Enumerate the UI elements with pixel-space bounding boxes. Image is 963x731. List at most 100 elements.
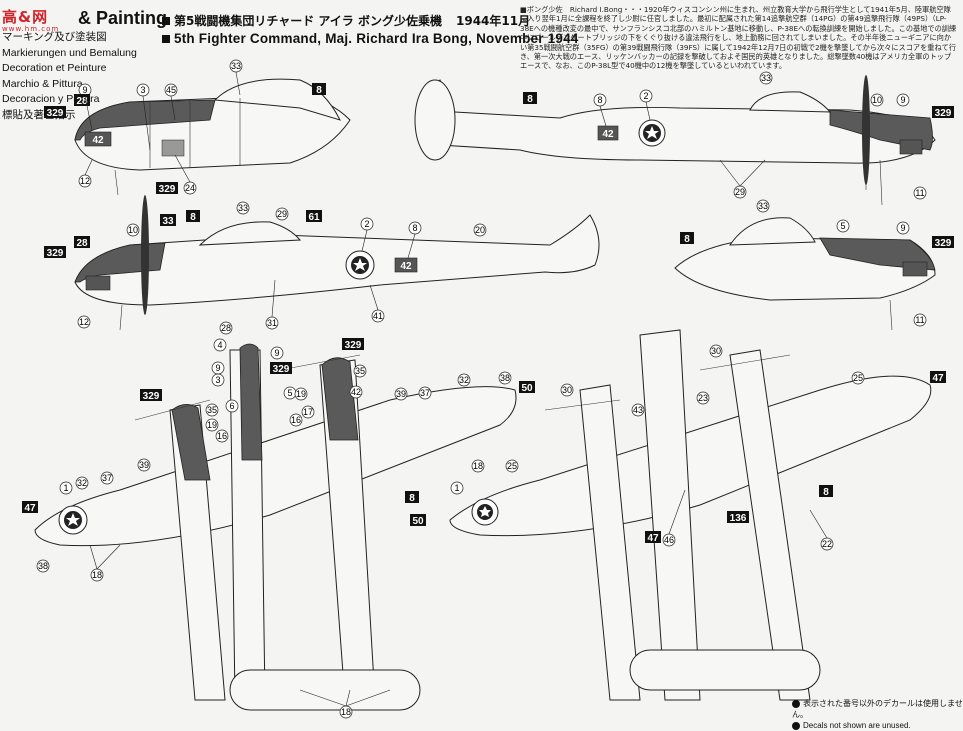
callout: 19 (294, 387, 308, 401)
svg-text:31: 31 (267, 318, 277, 328)
language-label: Marchio & Pittura (2, 77, 83, 90)
svg-text:35: 35 (355, 366, 365, 376)
svg-text:8: 8 (597, 95, 602, 105)
callout: 31 (265, 316, 279, 330)
callout: 3 (136, 83, 150, 97)
nose-side-view-right (674, 217, 936, 331)
full-side-view: 42 (414, 75, 936, 206)
svg-text:61: 61 (308, 212, 320, 223)
svg-text:39: 39 (396, 389, 406, 399)
color-box-label: 329 (270, 362, 292, 375)
callout: 37 (100, 471, 114, 485)
svg-text:29: 29 (735, 187, 745, 197)
color-box-label: 50 (410, 514, 426, 527)
svg-text:37: 37 (420, 388, 430, 398)
svg-text:8: 8 (684, 234, 690, 245)
callout: 35 (205, 403, 219, 417)
aircraft-number: 42 (92, 135, 104, 146)
callout: 5 (283, 386, 297, 400)
svg-text:8: 8 (190, 212, 196, 223)
section-title: & Painting (78, 8, 167, 28)
svg-text:20: 20 (475, 225, 485, 235)
callout: 12 (77, 315, 91, 329)
square-bullet-icon (162, 35, 170, 43)
square-bullet-icon (162, 17, 170, 25)
callout: 6 (225, 399, 239, 413)
color-box-label: 329 (932, 106, 954, 119)
svg-text:2: 2 (364, 219, 369, 229)
callout: 37 (418, 386, 432, 400)
language-label: Decoration et Peinture (2, 62, 107, 74)
callout: 32 (75, 476, 89, 490)
color-box-label: 8 (819, 485, 833, 498)
callout: 33 (756, 199, 770, 213)
svg-text:3: 3 (140, 85, 145, 95)
callout: 43 (631, 403, 645, 417)
svg-text:6: 6 (229, 401, 234, 411)
svg-text:329: 329 (935, 238, 952, 249)
bullet-icon (792, 721, 800, 730)
callout: 8 (593, 93, 607, 107)
svg-text:25: 25 (853, 373, 863, 383)
nose-side-view-left: 42 (74, 78, 351, 196)
svg-text:8: 8 (823, 487, 829, 498)
callout: 9 (896, 221, 910, 235)
svg-text:9: 9 (274, 348, 279, 358)
callout: 1 (450, 481, 464, 495)
svg-text:25: 25 (507, 461, 517, 471)
callout: 19 (205, 418, 219, 432)
svg-text:46: 46 (664, 535, 674, 545)
svg-text:37: 37 (102, 473, 112, 483)
color-box-label: 8 (523, 92, 537, 105)
svg-text:39: 39 (139, 460, 149, 470)
callout: 9 (896, 93, 910, 107)
color-box-label: 47 (22, 501, 38, 514)
svg-text:19: 19 (296, 389, 306, 399)
callout: 30 (560, 383, 574, 397)
callout: 10 (126, 223, 140, 237)
callout: 8 (408, 221, 422, 235)
color-box-label: 329 (140, 389, 162, 402)
color-box-label: 8 (312, 83, 326, 96)
callout: 10 (870, 93, 884, 107)
language-label: マーキング及び塗装図 (2, 31, 107, 43)
svg-text:11: 11 (915, 315, 924, 325)
color-box-label: 61 (306, 210, 322, 223)
callout: 20 (473, 223, 487, 237)
callout-labels: 33 45 3 9 12 24 2 8 10 9 11 29 33 33 29 … (36, 59, 927, 719)
svg-text:8: 8 (316, 85, 322, 96)
svg-text:38: 38 (500, 373, 510, 383)
callout: 1 (59, 481, 73, 495)
svg-text:32: 32 (77, 478, 87, 488)
svg-text:33: 33 (162, 216, 174, 227)
callout: 11 (913, 186, 927, 200)
top-down-view-left (34, 343, 517, 711)
color-box-label: 329 (156, 182, 178, 195)
language-label: Markierungen und Bemalung (2, 46, 137, 59)
svg-text:28: 28 (76, 96, 88, 107)
svg-text:5: 5 (840, 221, 845, 231)
callout: 22 (820, 537, 834, 551)
callout: 33 (759, 71, 773, 85)
svg-text:33: 33 (758, 201, 768, 211)
svg-text:24: 24 (185, 183, 195, 193)
svg-text:10: 10 (872, 95, 882, 105)
svg-text:9: 9 (900, 223, 905, 233)
decal-footnote: 表示された番号以外のデカールは使用しません。 Decals not shown … (792, 699, 963, 730)
callout: 11 (913, 313, 927, 327)
callout: 17 (301, 405, 315, 419)
svg-text:329: 329 (47, 108, 64, 119)
svg-text:9: 9 (215, 363, 220, 373)
svg-text:47: 47 (932, 373, 944, 384)
svg-text:8: 8 (527, 94, 533, 105)
svg-text:47: 47 (647, 533, 659, 544)
svg-text:38: 38 (38, 561, 48, 571)
callout: 24 (183, 181, 197, 195)
aircraft-number: 42 (602, 129, 614, 140)
svg-text:9: 9 (900, 95, 905, 105)
svg-text:16: 16 (291, 415, 301, 425)
svg-text:329: 329 (143, 391, 160, 402)
callout: 41 (371, 309, 385, 323)
callout: 9 (211, 361, 225, 375)
